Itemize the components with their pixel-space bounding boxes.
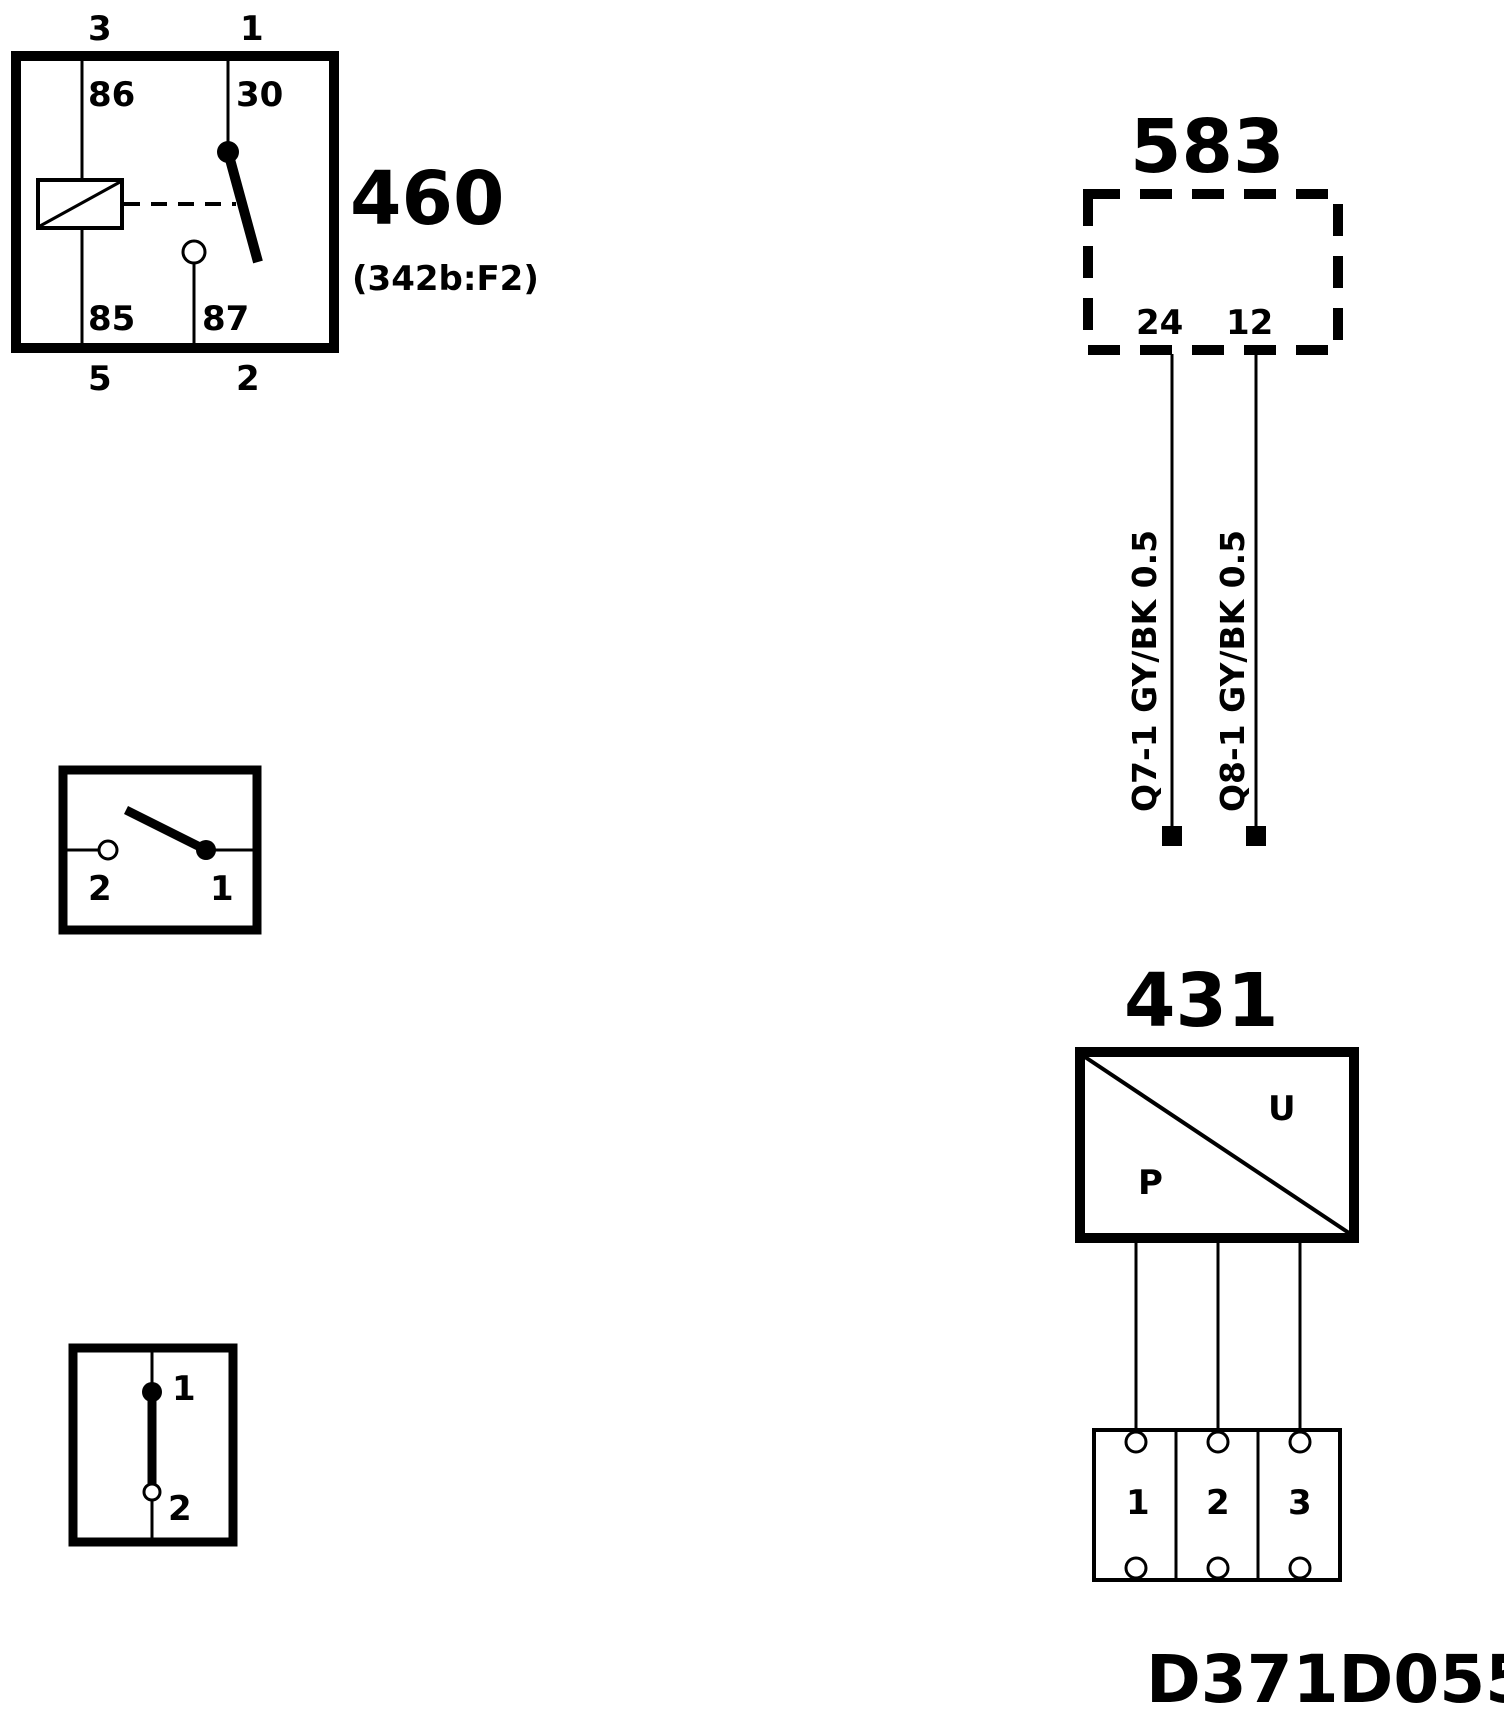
relay-pin-1: 1 bbox=[240, 9, 264, 49]
wire-q7-1-end bbox=[1162, 826, 1182, 846]
terminal-1-label: 1 bbox=[1126, 1483, 1150, 1523]
terminal-1-bottom bbox=[1124, 1556, 1148, 1580]
relay-term-86: 86 bbox=[88, 75, 135, 115]
switch-open-pivot bbox=[196, 840, 216, 860]
switch-closed-frame bbox=[68, 1343, 238, 1547]
switch-open-pin-1: 1 bbox=[210, 869, 234, 909]
switch-closed-contact bbox=[142, 1482, 162, 1502]
relay-460: 3 1 5 2 86 30 85 87 460 (342b:F2) bbox=[11, 9, 539, 399]
connector-583-id: 583 bbox=[1130, 104, 1284, 190]
connector-583: 583 24 12 Q7-1 GY/BK 0.5 Q8-1 GY/BK 0.5 bbox=[1083, 104, 1343, 846]
relay-460-frame bbox=[11, 51, 339, 353]
switch-closed-pin-1: 1 bbox=[172, 1369, 196, 1409]
switch-open-fixed-contact bbox=[97, 839, 119, 861]
switch-open-frame bbox=[58, 765, 262, 935]
terminal-3-bottom bbox=[1288, 1556, 1312, 1580]
terminal-block bbox=[1092, 1428, 1342, 1582]
relay-460-ref: (342b:F2) bbox=[352, 259, 539, 299]
relay-contact-blade bbox=[223, 150, 263, 264]
wire-q7-1-label: Q7-1 GY/BK 0.5 bbox=[1125, 530, 1164, 812]
switch-open-blade bbox=[123, 805, 209, 855]
terminal-3-label: 3 bbox=[1288, 1483, 1312, 1523]
terminal-2-label: 2 bbox=[1206, 1483, 1230, 1523]
switch-open-pin-2: 2 bbox=[88, 869, 112, 909]
connector-583-pin-24: 24 bbox=[1136, 303, 1183, 343]
sensor-431-label-p: P bbox=[1138, 1163, 1163, 1203]
switch-closed: 1 2 bbox=[68, 1343, 238, 1547]
terminal-2-bottom bbox=[1206, 1556, 1230, 1580]
connector-583-frame bbox=[1083, 189, 1343, 355]
connector-583-pin-12: 12 bbox=[1226, 303, 1273, 343]
sensor-431-diagonal bbox=[1083, 1055, 1351, 1235]
wire-q8-1-end bbox=[1246, 826, 1266, 846]
relay-pin-3: 3 bbox=[88, 9, 112, 49]
relay-pin-5: 5 bbox=[88, 359, 112, 399]
sensor-431-label-u: U bbox=[1268, 1089, 1296, 1129]
terminal-3-top bbox=[1288, 1430, 1312, 1454]
relay-coil-diagonal bbox=[39, 180, 121, 228]
wire-q8-1-label: Q8-1 GY/BK 0.5 bbox=[1213, 530, 1252, 812]
terminal-1-top bbox=[1124, 1430, 1148, 1454]
relay-term-30: 30 bbox=[236, 75, 283, 115]
terminal-2-top bbox=[1206, 1430, 1230, 1454]
relay-fixed-contact bbox=[181, 239, 207, 265]
figure-code: D371D055 bbox=[1146, 1641, 1504, 1718]
relay-460-id: 460 bbox=[350, 156, 504, 242]
switch-closed-pin-2: 2 bbox=[168, 1489, 192, 1529]
sensor-431-frame bbox=[1075, 1047, 1359, 1243]
sensor-431-id: 431 bbox=[1124, 958, 1278, 1044]
sensor-431: 431 U P 1 2 3 bbox=[1075, 958, 1359, 1582]
relay-term-87: 87 bbox=[202, 299, 249, 339]
relay-term-85: 85 bbox=[88, 299, 135, 339]
relay-pin-2: 2 bbox=[236, 359, 260, 399]
switch-open: 2 1 bbox=[58, 765, 262, 935]
